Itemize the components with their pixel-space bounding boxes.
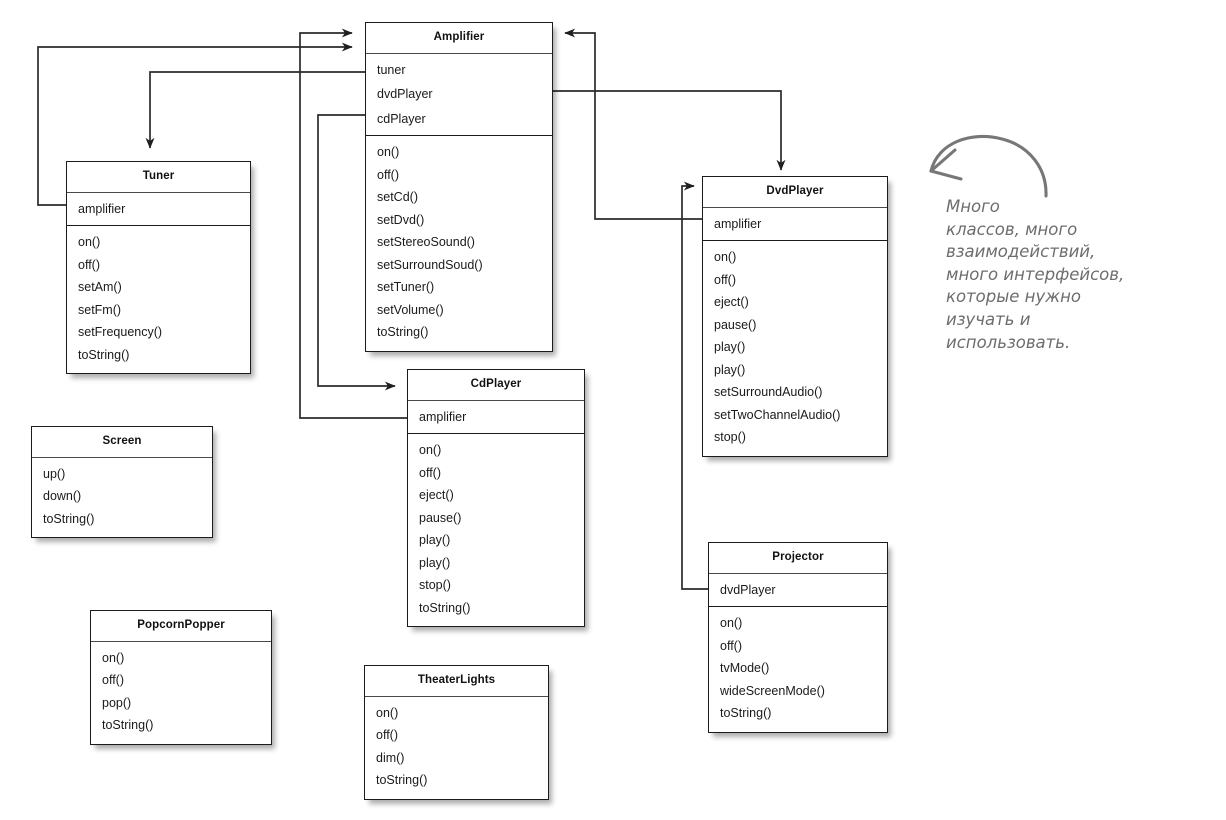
operation-row: eject()	[419, 488, 454, 502]
operation-row: setAm()	[78, 280, 122, 294]
class-box-dvdplayer[interactable]: DvdPlayer amplifier on() off() eject() p…	[702, 176, 888, 457]
class-operations: on() off() setAm() setFm() setFrequency(…	[67, 226, 250, 373]
operation-row: tvMode()	[720, 661, 770, 675]
operation-row: on()	[377, 145, 400, 159]
operation-row: toString()	[419, 600, 471, 615]
class-title: DvdPlayer	[703, 177, 887, 208]
class-title: TheaterLights	[365, 666, 548, 697]
attribute-row: amplifier	[78, 201, 126, 216]
annotation-line: классов, много	[946, 219, 1078, 239]
operation-row: setDvd()	[377, 212, 425, 227]
annotation-line: использовать.	[946, 332, 1071, 352]
annotation-line: Много	[946, 197, 1000, 216]
class-attributes: amplifier	[67, 193, 250, 226]
operation-row: off()	[78, 257, 100, 272]
operation-row: on()	[714, 250, 737, 264]
class-title: Tuner	[67, 162, 250, 193]
operation-row: pause()	[714, 317, 757, 332]
operation-row: toString()	[720, 706, 772, 720]
class-box-cdplayer[interactable]: CdPlayer amplifier on() off() eject() pa…	[407, 369, 585, 627]
class-operations: on() off() eject() pause() play() play()…	[408, 434, 584, 626]
class-operations: on() off() dim() toString()	[365, 697, 548, 799]
class-operations: up() down() toString()	[32, 458, 212, 538]
class-title: Amplifier	[366, 23, 552, 54]
operation-row: toString()	[78, 347, 130, 362]
attribute-row: tuner	[377, 62, 406, 77]
operation-row: on()	[419, 443, 442, 457]
operation-row: off()	[714, 272, 736, 287]
operation-row: play()	[419, 555, 451, 570]
attribute-row: amplifier	[419, 409, 467, 424]
attribute-row: cdPlayer	[377, 111, 426, 126]
class-box-screen[interactable]: Screen up() down() toString()	[31, 426, 213, 538]
operation-row: stop()	[419, 578, 451, 592]
operation-row: setSurroundSoud()	[377, 257, 483, 272]
class-attributes: amplifier	[408, 401, 584, 434]
class-operations: on() off() tvMode() wideScreenMode() toS…	[709, 607, 887, 732]
operation-row: on()	[376, 705, 399, 720]
operation-row: pop()	[102, 695, 132, 710]
attribute-row: amplifier	[714, 216, 762, 231]
relation-dvdplayer-to-amplifier	[564, 28, 702, 220]
class-operations: on() off() pop() toString()	[91, 642, 271, 744]
operation-row: on()	[102, 650, 125, 665]
class-operations: on() off() eject() pause() play() play()…	[703, 241, 887, 456]
annotation-line: взаимодействий,	[946, 242, 1096, 262]
operation-row: dim()	[376, 750, 405, 765]
operation-row: setFrequency()	[78, 325, 163, 339]
operation-row: play()	[714, 362, 746, 377]
operation-row: setVolume()	[377, 302, 444, 317]
class-title: Projector	[709, 543, 887, 574]
operation-row: setCd()	[377, 190, 418, 204]
class-title: PopcornPopper	[91, 611, 271, 642]
operation-row: on()	[720, 616, 743, 630]
operation-row: up()	[43, 466, 66, 481]
class-title: CdPlayer	[408, 370, 584, 401]
class-attributes: tuner dvdPlayer cdPlayer	[366, 54, 552, 136]
operation-row: off()	[102, 673, 124, 687]
class-box-popcornpopper[interactable]: PopcornPopper on() off() pop() toString(…	[90, 610, 272, 745]
operation-row: toString()	[43, 511, 95, 526]
annotation-note: Много классов, много взаимодействий, мно…	[946, 196, 1214, 354]
operation-row: stop()	[714, 430, 746, 444]
class-box-projector[interactable]: Projector dvdPlayer on() off() tvMode() …	[708, 542, 888, 733]
class-operations: on() off() setCd() setDvd() setStereoSou…	[366, 136, 552, 351]
operation-row: off()	[376, 728, 398, 742]
annotation-line: изучать и	[946, 309, 1031, 329]
operation-row: pause()	[419, 510, 462, 525]
class-attributes: amplifier	[703, 208, 887, 241]
operation-row: toString()	[377, 325, 429, 339]
operation-row: off()	[419, 465, 441, 480]
attribute-row: dvdPlayer	[720, 582, 776, 597]
operation-row: off()	[377, 167, 399, 182]
operation-row: wideScreenMode()	[720, 683, 825, 698]
operation-row: play()	[419, 533, 451, 547]
operation-row: toString()	[102, 718, 154, 732]
operation-row: setTuner()	[377, 280, 435, 294]
operation-row: down()	[43, 489, 82, 503]
operation-row: setTwoChannelAudio()	[714, 407, 841, 422]
class-box-tuner[interactable]: Tuner amplifier on() off() setAm() setFm…	[66, 161, 251, 374]
operation-row: setStereoSound()	[377, 235, 475, 249]
operation-row: on()	[78, 235, 101, 249]
operation-row: setFm()	[78, 302, 122, 317]
relation-amplifier-to-dvdplayer	[553, 90, 786, 171]
annotation-line: которые нужно	[946, 287, 1081, 307]
class-box-theaterlights[interactable]: TheaterLights on() off() dim() toString(…	[364, 665, 549, 800]
attribute-row: dvdPlayer	[377, 87, 433, 101]
operation-row: play()	[714, 340, 746, 354]
class-box-amplifier[interactable]: Amplifier tuner dvdPlayer cdPlayer on() …	[365, 22, 553, 352]
annotation-line: много интерфейсов,	[946, 264, 1125, 284]
operation-row: eject()	[714, 295, 749, 309]
operation-row: toString()	[376, 773, 428, 787]
operation-row: setSurroundAudio()	[714, 385, 823, 399]
curved-arrow-icon	[929, 134, 1048, 198]
class-title: Screen	[32, 427, 212, 458]
operation-row: off()	[720, 638, 742, 653]
class-attributes: dvdPlayer	[709, 574, 887, 607]
relation-amplifier-to-tuner	[145, 71, 365, 149]
